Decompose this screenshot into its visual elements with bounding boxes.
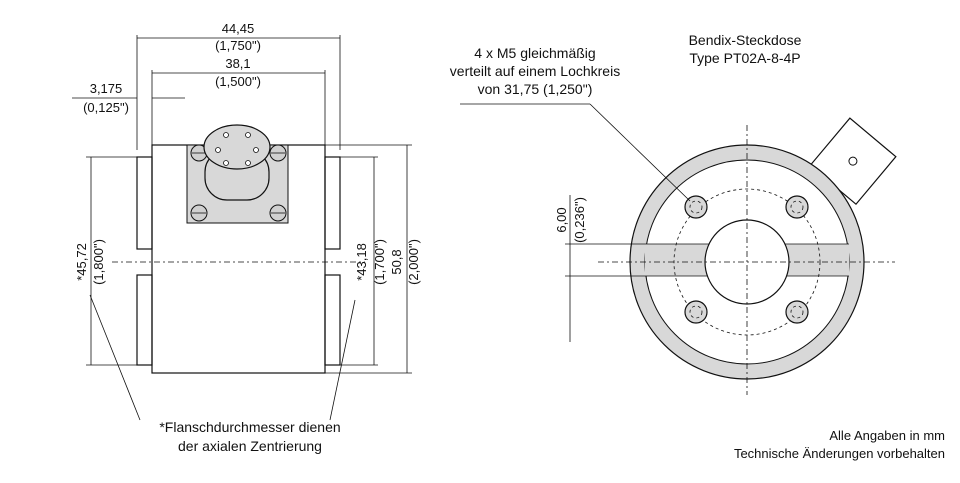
flange-note-line2: der axialen Zentrierung: [178, 438, 322, 454]
dim-offset: 3,175: [90, 81, 123, 96]
mounting-hole: [684, 300, 708, 324]
connector-note-line2: Type PT02A-8-4P: [689, 50, 800, 66]
holes-note-line3: von 31,75 (1,250"): [478, 81, 593, 97]
dim-dia-body-in: (2,000"): [406, 239, 421, 285]
dim-dia-left: *45,72: [74, 243, 89, 281]
dim-dia-left-in: (1,800"): [91, 239, 106, 285]
dim-offset-in: (0,125"): [83, 100, 129, 115]
footer-line2: Technische Änderungen vorbehalten: [734, 446, 945, 461]
front-view: 6,00 (0,236") 4 x M5 gleichmäßig verteil…: [450, 32, 897, 395]
mounting-hole: [785, 195, 809, 219]
dim-keyway-in: (0,236"): [572, 197, 587, 243]
mounting-hole: [684, 195, 708, 219]
connector-note-line1: Bendix-Steckdose: [689, 32, 802, 48]
dim-dia-body: 50,8: [389, 249, 404, 274]
side-view: 44,45 (1,750") 38,1 (1,500") 3,175 (0,12…: [72, 21, 421, 454]
dim-width-total: 44,45: [222, 21, 255, 36]
dim-dia-right-in: (1,700"): [372, 239, 387, 285]
dim-keyway: 6,00: [554, 207, 569, 232]
dim-width-inner: 38,1: [225, 56, 250, 71]
mounting-hole: [785, 300, 809, 324]
dim-width-inner-in: (1,500"): [215, 74, 261, 89]
dim-dia-right: *43,18: [354, 243, 369, 281]
footer-line1: Alle Angaben in mm: [829, 428, 945, 443]
holes-note-line2: verteilt auf einem Lochkreis: [450, 63, 620, 79]
dim-width-total-in: (1,750"): [215, 38, 261, 53]
flange-note-line1: *Flanschdurchmesser dienen: [159, 419, 340, 435]
holes-note-line1: 4 x M5 gleichmäßig: [474, 45, 595, 61]
